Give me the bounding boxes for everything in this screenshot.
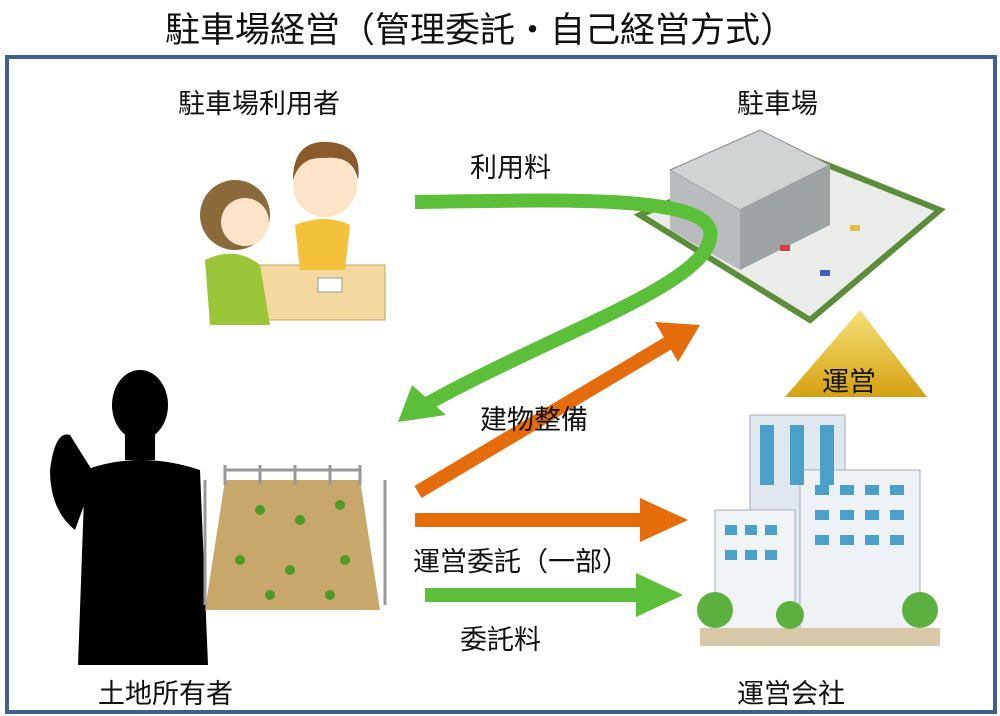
diagram-frame [5, 55, 997, 714]
commission-fee-arrow [425, 573, 683, 617]
counter-customer-illustration [200, 141, 386, 325]
label-management-company: 運営会社 [737, 679, 845, 710]
label-parking-lot: 駐車場 [737, 89, 818, 120]
label-building-maintenance: 建物整備 [480, 405, 588, 436]
parking-building-illustration [633, 129, 946, 324]
label-usage-fee: 利用料 [470, 153, 551, 184]
diagram-title: 駐車場経営（管理委託・自己経営方式） [164, 11, 795, 51]
label-landowner: 土地所有者 [98, 679, 233, 710]
office-building-illustration [697, 414, 940, 646]
owner-silhouette-icon [50, 370, 208, 665]
label-commission-fee: 委託料 [460, 625, 541, 656]
operation-triangle [785, 310, 927, 397]
usage-fee-arrow [398, 193, 718, 422]
label-operation: 運営 [822, 367, 876, 398]
outsourcing-arrow [415, 498, 688, 542]
label-outsourcing: 運営委託（一部） [413, 547, 629, 578]
building-arrow [414, 322, 700, 499]
label-parking-user: 駐車場利用者 [178, 89, 340, 120]
land-plot-illustration [203, 465, 387, 610]
